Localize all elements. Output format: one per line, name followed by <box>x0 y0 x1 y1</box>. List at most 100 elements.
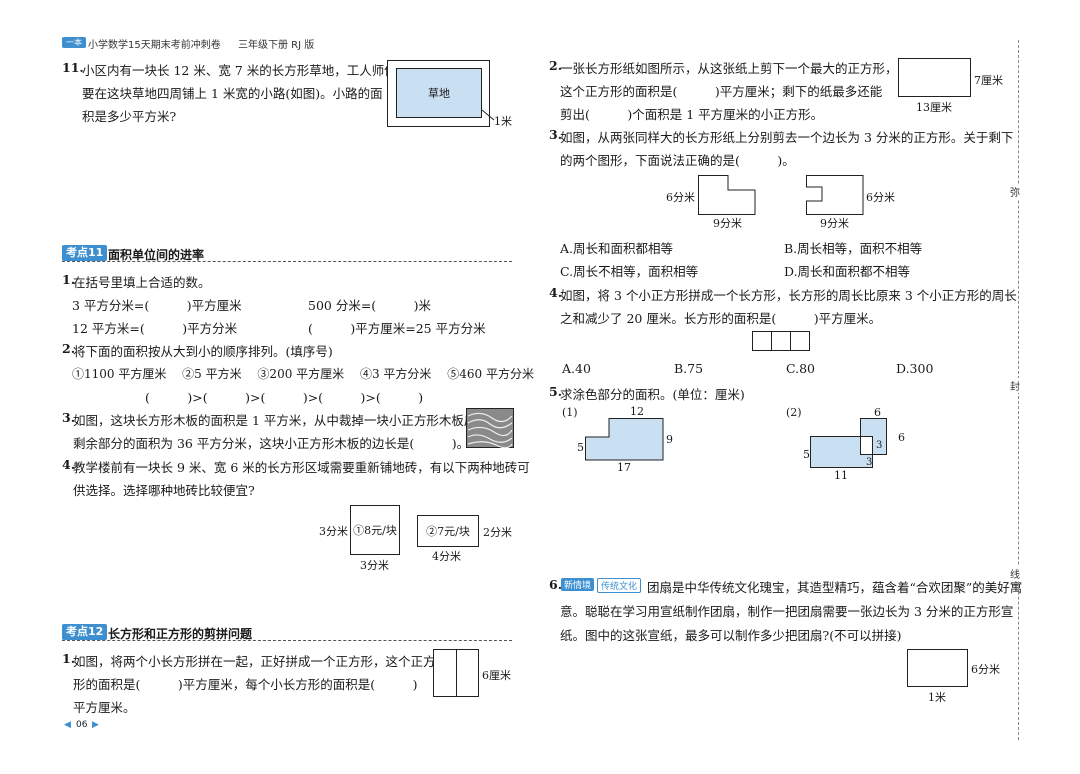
margin-char-2: 封 <box>1010 378 1020 393</box>
q4-option-a[interactable]: A.40 <box>562 361 591 376</box>
s11q1-d: ( )平方厘米=25 平方分米 <box>308 321 486 336</box>
q4-option-d[interactable]: D.300 <box>896 361 934 376</box>
q3-shape2-side: 6分米 <box>866 191 895 204</box>
q2-paper-rect <box>898 58 971 97</box>
q4-line1: 如图，将 3 个小正方形拼成一个长方形，长方形的周长比原来 3 个小正方形的周长 <box>560 288 1017 303</box>
q5-part1-bottom: 17 <box>617 461 631 474</box>
q3-line1: 如图，从两张同样大的长方形纸上分别剪去一个边长为 3 分米的正方形。关于剩下 <box>560 130 1014 145</box>
footer-page-number: 06 <box>76 720 88 730</box>
s11q1-b: 500 分米=( )米 <box>308 298 432 313</box>
q6-badge-traditional-culture: 传统文化 <box>597 578 642 593</box>
q3-shape1-bottom: 9分米 <box>713 217 742 230</box>
q2-line1: 一张长方形纸如图所示，从这张纸上剪下一个最大的正方形， <box>560 61 898 76</box>
s11q2-order-blanks: ( )>( )>( )>( )>( ) <box>145 390 424 405</box>
q5-text: 求涂色部分的面积。(单位：厘米) <box>560 387 745 402</box>
q5-part1-label: (1) <box>562 406 578 419</box>
q5-part2-top: 6 <box>874 406 881 419</box>
q6-badge-new-context: 新情境 <box>561 578 595 591</box>
s11q2-number: 2. <box>62 341 76 356</box>
q11-line3: 积是多少平方米? <box>82 109 177 124</box>
sec11-divider <box>62 261 512 262</box>
q3-shape1-side: 6分米 <box>666 191 695 204</box>
s11q4-number: 4. <box>62 457 76 472</box>
margin-char-1: 弥 <box>1010 184 1020 199</box>
sec11-tag: 考点11 <box>62 245 108 261</box>
tile1-price: ①8元/块 <box>353 524 397 537</box>
q3-shape2 <box>806 175 864 215</box>
q3-line2: 的两个图形，下面说法正确的是( )。 <box>560 153 795 168</box>
q5-part2-right: 6 <box>898 431 905 444</box>
q5-number: 5. <box>549 384 563 399</box>
s11q1-a: 3 平方分米=( )平方厘米 <box>72 298 242 313</box>
footer-arrow-left-icon: ◀ <box>64 720 71 730</box>
q11-line1: 小区内有一块长 12 米、宽 7 米的长方形草地，工人师傅 <box>82 63 397 78</box>
s12q1-line1: 如图，将两个小长方形拼在一起，正好拼成一个正方形，这个正方 <box>73 654 436 669</box>
q5-part2-left: 5 <box>803 448 810 461</box>
q4-option-b[interactable]: B.75 <box>674 361 704 376</box>
q5-part1-shaded-figure <box>585 418 664 461</box>
q6-paper-rect <box>907 649 968 687</box>
q11-pointer-line <box>481 109 495 121</box>
s11q3-wood-board-figure <box>466 408 514 448</box>
q2-line2: 这个正方形的面积是( )平方厘米；剩下的纸最多还能 <box>560 84 883 99</box>
s11q4-line2: 供选择。选择哪种地砖比较便宜? <box>73 483 255 498</box>
q6-side-label: 6分米 <box>971 663 1000 676</box>
tile1-bottom-label: 3分米 <box>360 559 389 572</box>
tile2-bottom-label: 4分米 <box>432 550 461 563</box>
s11q2-text: 将下面的面积按从大到小的顺序排列。(填序号) <box>73 344 333 359</box>
q5-part2-bottom: 11 <box>834 469 848 482</box>
sec12-divider <box>62 640 512 641</box>
header-tag: 一本 <box>62 37 86 48</box>
s11q1-text: 在括号里填上合适的数。 <box>73 275 211 290</box>
q3-shape2-bottom: 9分米 <box>820 217 849 230</box>
s11q3-line1: 如图，这块长方形木板的面积是 1 平方米，从中裁掉一块小正方形木板后， <box>73 413 489 428</box>
q11-grass-label: 草地 <box>428 87 450 100</box>
q5-part2-label: (2) <box>786 406 802 419</box>
tile2-price: ②7元/块 <box>426 525 470 538</box>
s12q1-number: 1. <box>62 651 76 666</box>
q6-line2: 意。聪聪在学习用宣纸制作团扇，制作一把团扇需要一张边长为 3 分米的正方形宣 <box>560 604 1014 619</box>
q6-bottom-label: 1米 <box>928 691 946 704</box>
q2-bottom-label: 13厘米 <box>916 101 952 114</box>
tile2-rect: ②7元/块 <box>417 515 479 547</box>
q5-part1-top: 12 <box>630 405 644 418</box>
header-grade: 三年级下册 RJ 版 <box>238 40 315 51</box>
s11q3-number: 3. <box>62 410 76 425</box>
sec11-title: 面积单位间的进率 <box>108 248 205 262</box>
q3-shape1 <box>698 175 756 215</box>
q11-number: 11. <box>62 60 84 75</box>
q4-line2: 之和减少了 20 厘米。长方形的面积是( )平方厘米。 <box>560 311 882 326</box>
s11q4-line1: 教学楼前有一块长 9 米、宽 6 米的长方形区域需要重新铺地砖，有以下两种地砖可 <box>73 460 530 475</box>
sec12-title: 长方形和正方形的剪拼问题 <box>108 627 253 641</box>
q5-part2-shaded-figure <box>810 418 887 468</box>
q6-number: 6. <box>549 577 563 592</box>
q4-option-c[interactable]: C.80 <box>786 361 815 376</box>
q6-line1: 团扇是中华传统文化瑰宝，其造型精巧，蕴含着“合欢团聚”的美好寓 <box>647 580 1023 595</box>
q3-option-b[interactable]: B.周长相等，面积不相等 <box>784 241 923 256</box>
q5-part2-inner-horizontal: 3 <box>866 457 873 468</box>
q6-line3: 纸。图中的这张宣纸，最多可以制作多少把团扇?(不可以拼接) <box>560 628 902 643</box>
tile1-square: ①8元/块 <box>350 505 400 555</box>
q5-part1-right: 9 <box>666 433 673 446</box>
tile2-side-label: 2分米 <box>483 526 512 539</box>
q11-grass-rect: 草地 <box>396 68 482 118</box>
header-title: 小学数学15天期末考前冲刺卷 <box>88 40 221 51</box>
q4-three-squares-figure <box>752 331 810 351</box>
q3-option-c[interactable]: C.周长不相等，面积相等 <box>560 264 699 279</box>
s11q1-number: 1. <box>62 272 76 287</box>
s12q1-line2: 形的面积是( )平方厘米，每个小长方形的面积是( ) <box>73 677 418 692</box>
q4-number: 4. <box>549 285 563 300</box>
tile1-side-label: 3分米 <box>319 525 348 538</box>
footer-arrow-right-icon: ▶ <box>92 720 99 730</box>
q5-part1-left: 5 <box>577 441 584 454</box>
sec12-tag: 考点12 <box>62 624 108 640</box>
s11q1-c: 12 平方米=( )平方分米 <box>72 321 238 336</box>
s12q1-side-label: 6厘米 <box>482 669 511 682</box>
s11q2-options: ①1100 平方厘米 ②5 平方米 ③200 平方厘米 ④3 平方分米 ⑤460… <box>72 367 534 381</box>
q2-line3: 剪出( )个面积是 1 平方厘米的小正方形。 <box>560 107 824 122</box>
q3-option-a[interactable]: A.周长和面积都相等 <box>560 241 674 256</box>
q11-path-label: 1米 <box>494 115 512 128</box>
q3-number: 3. <box>549 127 563 142</box>
q5-part2-inner-vertical: 3 <box>876 440 883 451</box>
q3-option-d[interactable]: D.周长和面积都不相等 <box>784 264 911 279</box>
